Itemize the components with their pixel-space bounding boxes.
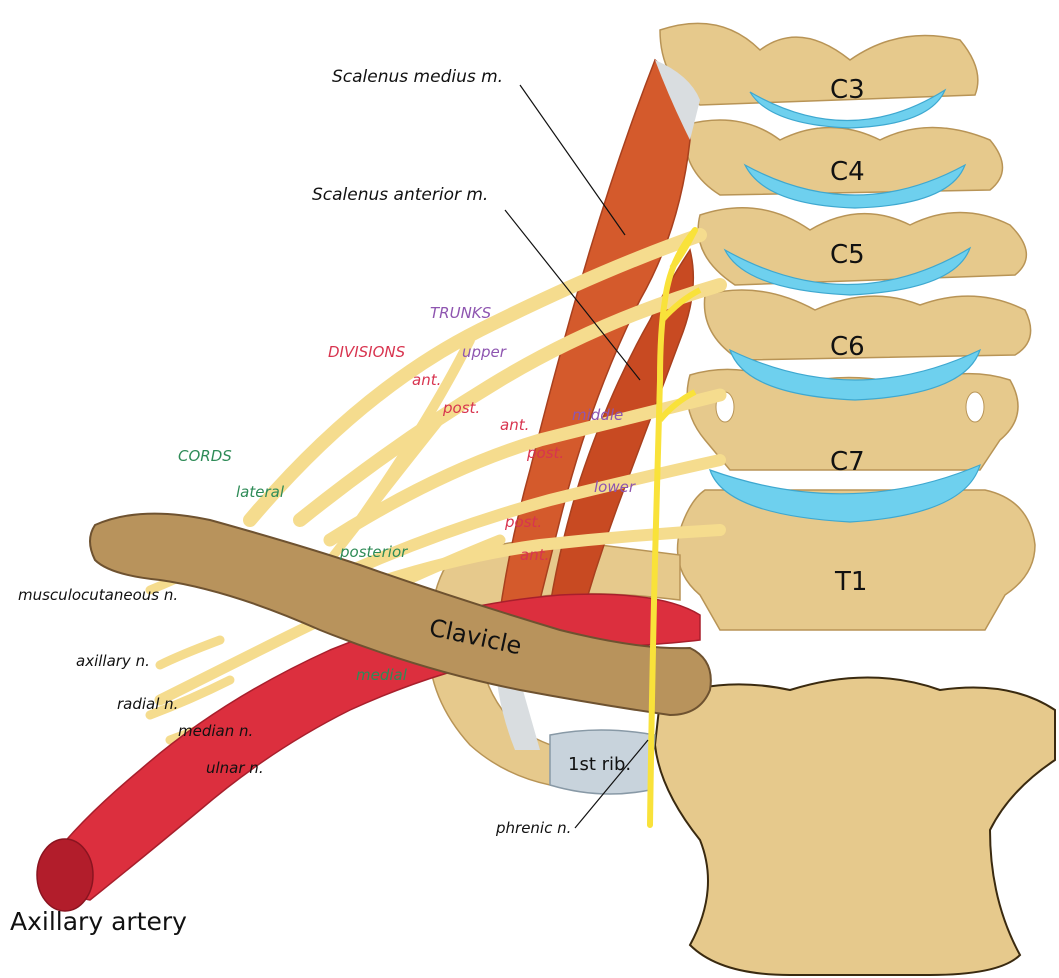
label-lateral: lateral [236, 483, 285, 501]
label-median: median n. [178, 722, 253, 740]
label-scalenus-anterior: Scalenus anterior m. [312, 185, 488, 205]
vertebra-label-t1: T1 [834, 567, 867, 597]
label-ant-2: ant. [500, 416, 529, 434]
label-posterior: posterior [339, 543, 408, 561]
c7-foramen-right [966, 392, 984, 422]
label-upper: upper [462, 343, 507, 361]
vertebra-label-c4: C4 [830, 157, 865, 187]
label-cords: CORDS [178, 447, 232, 465]
label-divisions: DIVISIONS [328, 343, 406, 361]
label-scalenus-medius: Scalenus medius m. [332, 67, 503, 87]
label-musculocutaneous: musculocutaneous n. [18, 586, 178, 604]
artery-cut-end [37, 839, 93, 911]
label-axillary-n: axillary n. [76, 652, 150, 670]
label-ant-3: ant. [520, 546, 549, 564]
label-ulnar: ulnar n. [206, 759, 264, 777]
label-ant-1: ant. [412, 371, 441, 389]
label-medial: medial [356, 666, 408, 684]
vertebra-label-c7: C7 [830, 447, 865, 477]
label-phrenic: phrenic n. [495, 819, 571, 837]
vertebra-c3-body [660, 23, 978, 105]
label-post-2: post. [526, 444, 564, 462]
leader-scalenus-medius [520, 85, 625, 235]
vertebra-c6-body [704, 290, 1030, 360]
manubrium [655, 678, 1055, 976]
vertebral-column: C3 C4 C5 C6 C7 T1 [660, 23, 1035, 630]
vertebra-label-c6: C6 [830, 332, 865, 362]
label-lower: lower [594, 478, 636, 496]
label-trunks: TRUNKS [430, 304, 492, 322]
vertebra-label-c5: C5 [830, 240, 865, 270]
label-post-1: post. [442, 399, 480, 417]
label-axillary-artery: Axillary artery [10, 907, 187, 936]
label-middle: middle [572, 406, 623, 424]
label-post-3: post. [504, 513, 542, 531]
branch-axillary [160, 640, 220, 665]
vertebra-label-c3: C3 [830, 75, 865, 105]
label-radial: radial n. [117, 695, 178, 713]
